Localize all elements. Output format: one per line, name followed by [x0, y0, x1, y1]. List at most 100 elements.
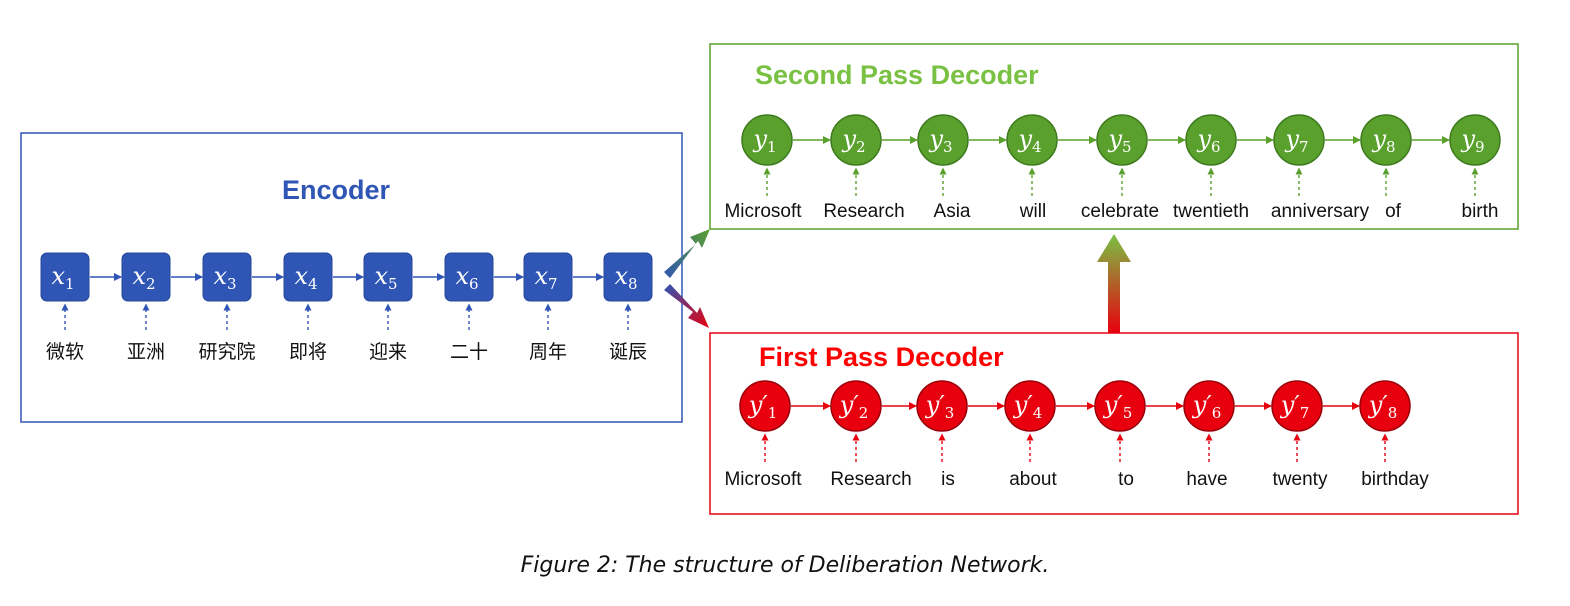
first-pass-node [916, 380, 968, 432]
second-pass-box [709, 43, 1519, 230]
encoder-node [202, 252, 252, 302]
second-pass-word: birth [1462, 201, 1499, 222]
first-pass-node-label: y′8 [1368, 391, 1398, 422]
encoder-node-symbol: x [614, 262, 628, 290]
second-pass-node-symbol: y [1107, 125, 1122, 153]
first-pass-word: Research [830, 469, 911, 490]
encoder-to-first-pass-arrow [664, 284, 709, 328]
second-pass-node-label: y6 [1196, 125, 1220, 156]
encoder-node [603, 252, 653, 302]
deliberation-network-diagram: Encoder Second Pass Decoder First Pass D… [20, 43, 1519, 515]
first-pass-node-label: y′6 [1192, 391, 1222, 422]
second-pass-node-symbol: y [1371, 125, 1386, 153]
second-pass-sequence: y1Microsofty2Researchy3Asiay4willy5celeb… [724, 114, 1501, 222]
second-pass-node-label: y9 [1460, 125, 1484, 156]
encoder-node [363, 252, 413, 302]
second-pass-node-subscript: 3 [943, 138, 953, 156]
second-pass-node [741, 114, 793, 166]
first-pass-node-symbol: y′ [1192, 391, 1213, 419]
encoder-node-label: x7 [534, 262, 557, 293]
second-pass-node [1273, 114, 1325, 166]
encoder-word: 研究院 [198, 341, 255, 363]
encoder-node-label: x8 [614, 262, 637, 293]
first-pass-word: to [1118, 469, 1134, 490]
first-pass-node-subscript: 7 [1300, 404, 1310, 422]
first-to-second-pass-arrow [1097, 234, 1131, 333]
first-pass-node-subscript: 3 [945, 404, 955, 422]
encoder-node-symbol: x [374, 262, 388, 290]
second-pass-node-symbol: y [928, 125, 943, 153]
encoder-word: 二十 [450, 341, 488, 363]
encoder-node-label: x5 [374, 262, 397, 293]
encoder-node-symbol: x [455, 262, 469, 290]
encoder-node-subscript: 7 [548, 275, 558, 293]
first-pass-sequence: y′1Microsofty′2Researchy′3isy′4abouty′5t… [724, 380, 1429, 490]
first-pass-word: birthday [1361, 469, 1429, 490]
second-pass-node [830, 114, 882, 166]
first-pass-word: is [941, 469, 955, 490]
second-pass-node-label: y2 [841, 125, 865, 156]
second-pass-node [1006, 114, 1058, 166]
second-pass-node-subscript: 7 [1299, 138, 1309, 156]
first-pass-node [739, 380, 791, 432]
first-pass-node-subscript: 1 [768, 404, 778, 422]
encoder-word: 诞辰 [609, 341, 647, 363]
encoder-word: 周年 [529, 341, 567, 363]
second-pass-node-subscript: 9 [1475, 138, 1485, 156]
first-pass-word: Microsoft [724, 469, 802, 490]
encoder-node-symbol: x [51, 262, 65, 290]
second-pass-node-symbol: y [1196, 125, 1211, 153]
second-pass-node [917, 114, 969, 166]
encoder-node [523, 252, 573, 302]
encoder-node [121, 252, 171, 302]
first-pass-node-label: y′2 [839, 391, 869, 422]
encoder-node-label: x4 [294, 262, 317, 293]
first-pass-node-symbol: y′ [1368, 391, 1389, 419]
first-pass-node-symbol: y′ [748, 391, 769, 419]
encoder-word: 迎来 [369, 341, 407, 363]
encoder-node [444, 252, 494, 302]
first-pass-node-symbol: y′ [839, 391, 860, 419]
second-pass-node [1096, 114, 1148, 166]
second-pass-node-symbol: y [1017, 125, 1032, 153]
figure-caption: Figure 2: The structure of Deliberation … [520, 553, 1050, 578]
encoder-word: 亚洲 [127, 342, 165, 363]
first-pass-node-label: y′1 [748, 391, 778, 422]
first-pass-node-subscript: 2 [859, 404, 869, 422]
second-pass-node-label: y7 [1284, 125, 1308, 156]
first-pass-node-label: y′7 [1280, 391, 1310, 422]
second-pass-word: Asia [934, 201, 971, 222]
encoder-node-subscript: 8 [628, 275, 638, 293]
first-pass-node-subscript: 6 [1212, 404, 1222, 422]
encoder-node-subscript: 1 [65, 275, 75, 293]
second-pass-word: anniversary [1271, 201, 1370, 222]
encoder-node-subscript: 5 [388, 275, 398, 293]
encoder-to-second-pass-arrow [664, 229, 710, 278]
second-pass-word: twentieth [1173, 201, 1249, 222]
second-pass-node-label: y8 [1371, 125, 1395, 156]
encoder-node [40, 252, 90, 302]
first-pass-title: First Pass Decoder [759, 342, 1004, 372]
second-pass-node [1185, 114, 1237, 166]
encoder-node-label: x1 [51, 262, 74, 293]
first-pass-node-symbol: y′ [1280, 391, 1301, 419]
second-pass-node-subscript: 4 [1032, 138, 1042, 156]
second-pass-node-label: y5 [1107, 125, 1131, 156]
encoder-node [283, 252, 333, 302]
first-pass-node-label: y′4 [1013, 391, 1043, 422]
first-pass-node-subscript: 8 [1388, 404, 1398, 422]
second-pass-node-subscript: 2 [856, 138, 866, 156]
first-pass-node [1359, 380, 1411, 432]
second-pass-node-label: y4 [1017, 125, 1041, 156]
first-pass-node [1094, 380, 1146, 432]
encoder-title: Encoder [282, 175, 391, 205]
second-pass-node-label: y1 [752, 125, 776, 156]
second-pass-node [1449, 114, 1501, 166]
second-pass-node-subscript: 5 [1122, 138, 1132, 156]
encoder-node-subscript: 2 [146, 275, 156, 293]
encoder-node-subscript: 4 [308, 275, 318, 293]
encoder-node-symbol: x [132, 262, 146, 290]
first-pass-node-subscript: 5 [1123, 404, 1133, 422]
second-pass-node-symbol: y [1460, 125, 1475, 153]
